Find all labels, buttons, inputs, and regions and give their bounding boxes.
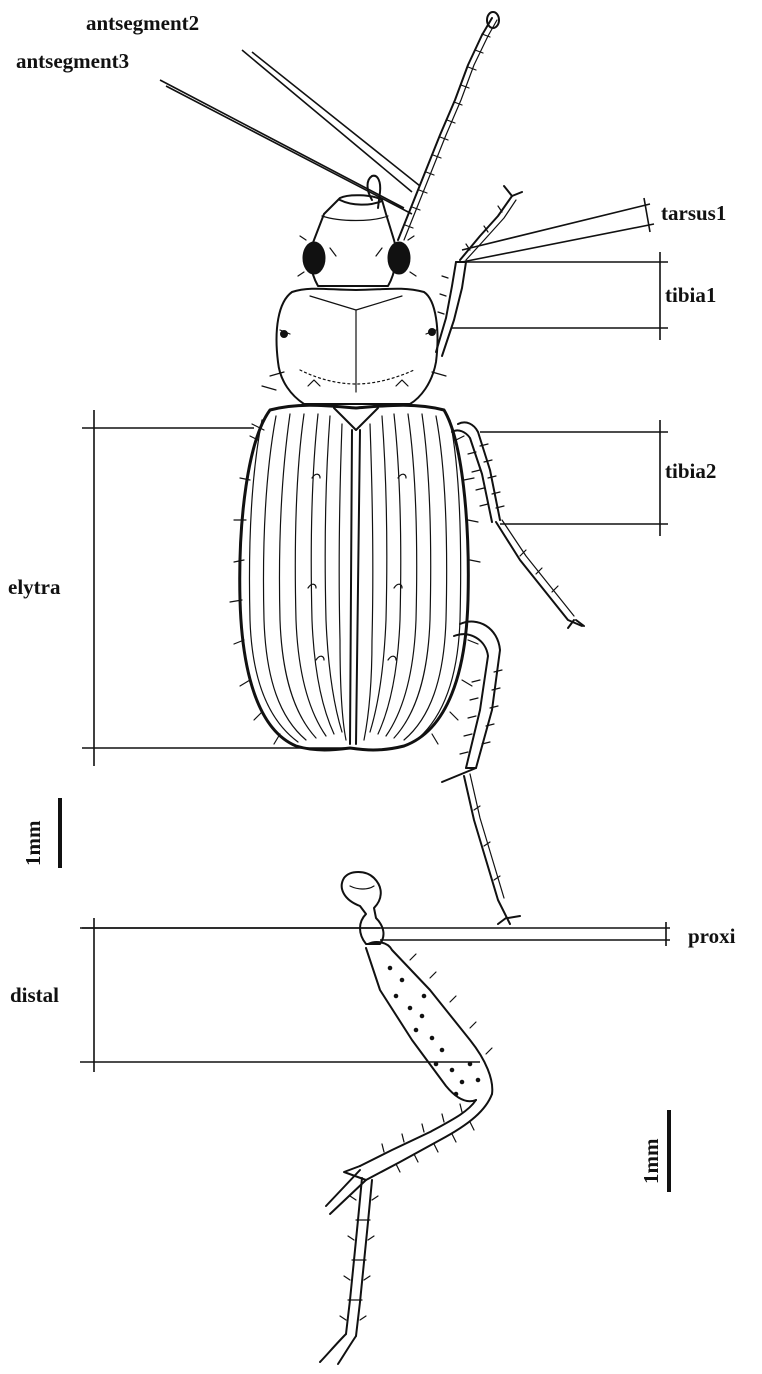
antsegment2-pointer <box>242 50 420 192</box>
tarsus1-bracket <box>462 198 654 262</box>
antenna <box>398 12 499 240</box>
fore-leg <box>436 186 522 356</box>
measurement-lines-top <box>82 50 668 766</box>
scale-bottom-label: 1mm <box>639 1138 663 1184</box>
distal-bracket <box>80 918 480 1072</box>
tibia2-label: tibia2 <box>665 459 716 483</box>
tibia1-label: tibia1 <box>665 283 716 307</box>
elytra-bracket <box>82 410 350 766</box>
antsegment3-label: antsegment3 <box>16 49 129 73</box>
hind-leg <box>442 622 520 924</box>
tibia1-bracket <box>452 252 668 340</box>
tarsus1-label: tarsus1 <box>661 201 726 225</box>
antsegment2-label: antsegment2 <box>86 11 199 35</box>
scale-bar-top <box>58 798 62 868</box>
distal-label: distal <box>10 983 59 1007</box>
elytra-shape <box>230 405 480 750</box>
leg-detail-illustration <box>320 872 492 1364</box>
scale-bar-bottom <box>667 1110 671 1192</box>
antsegment3-pointer <box>160 80 412 214</box>
proxi-label: proxi <box>688 924 736 948</box>
tibia2-bracket <box>480 420 668 536</box>
middle-leg <box>452 422 584 628</box>
pronotum <box>270 289 446 404</box>
scale-top-label: 1mm <box>21 820 45 866</box>
elytra-label: elytra <box>8 575 61 599</box>
beetle-illustration <box>230 12 584 924</box>
